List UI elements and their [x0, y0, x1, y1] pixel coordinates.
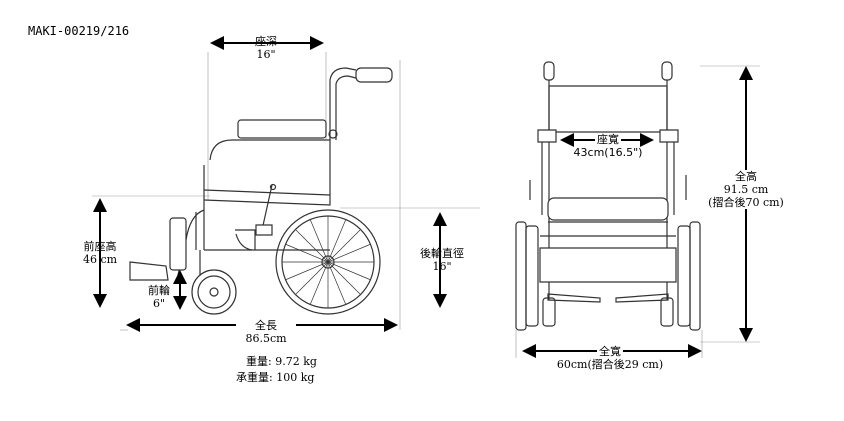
rear-wheel-label: 後輪直徑 16" — [420, 247, 464, 273]
weight-spec: 重量: 9.72 kg — [246, 355, 317, 368]
front-seat-height-label: 前座高 46 cm — [82, 240, 118, 266]
model-number: MAKI-00219/216 — [28, 24, 130, 38]
side-view-dimension-arrows — [93, 36, 447, 332]
overall-length-label: 全長 86.5cm — [236, 319, 296, 345]
load-capacity-spec: 承重量: 100 kg — [236, 371, 315, 384]
front-view — [516, 62, 700, 330]
seat-width-label: 座寬 43cm(16.5") — [573, 133, 643, 159]
overall-width-label: 全寬 60cm(摺合後29 cm) — [556, 345, 664, 371]
overall-height-label: 全高 91.5 cm (摺合後70 cm) — [700, 170, 792, 209]
side-view — [92, 52, 480, 330]
seat-depth-label: 座深 16" — [255, 35, 277, 61]
front-wheel-label: 前輪 6" — [148, 284, 170, 310]
